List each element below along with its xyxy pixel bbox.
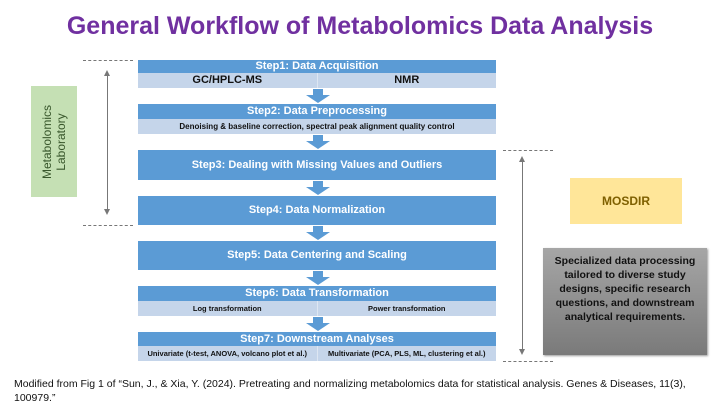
down-arrow-icon (306, 271, 330, 285)
arrow-down-icon (104, 209, 110, 215)
divider-dashed (503, 361, 553, 362)
divider-dashed (83, 60, 133, 61)
step7-sub-univariate: Univariate (t-test, ANOVA, volcano plot … (147, 349, 308, 358)
range-line (107, 74, 108, 210)
step6-details: Log transformation Power transformation (138, 301, 496, 316)
step4-box: Step4: Data Normalization (138, 196, 496, 225)
step1-header: Step1: Data Acquisition (138, 60, 496, 73)
step2-details: Denoising & baseline correction, spectra… (138, 119, 496, 134)
step2-sub: Denoising & baseline correction, spectra… (179, 122, 455, 131)
mosdir-label: MOSDIR (570, 178, 682, 224)
down-arrow-icon (306, 181, 330, 195)
down-arrow-icon (306, 226, 330, 240)
step7-sub-multivariate: Multivariate (PCA, PLS, ML, clustering e… (316, 346, 497, 361)
lab-label: Metabolomics Laboratory (40, 104, 68, 179)
arrow-up-icon (519, 156, 525, 162)
step6-sub-log: Log transformation (192, 304, 262, 313)
step7-header: Step7: Downstream Analyses (138, 332, 496, 346)
step6-sub-power: Power transformation (316, 301, 497, 316)
step2-header: Step2: Data Preprocessing (138, 104, 496, 119)
step1-sub-nmr: NMR (316, 73, 497, 88)
arrow-down-icon (519, 349, 525, 355)
arrow-up-icon (104, 70, 110, 76)
page-title: General Workflow of Metabolomics Data An… (66, 12, 654, 40)
range-line (522, 160, 523, 350)
lab-label-box: Metabolomics Laboratory (31, 86, 77, 197)
step7-details: Univariate (t-test, ANOVA, volcano plot … (138, 346, 496, 361)
down-arrow-icon (306, 89, 330, 103)
down-arrow-icon (306, 317, 330, 331)
divider-dashed (503, 150, 553, 151)
down-arrow-icon (306, 135, 330, 149)
step6-header: Step6: Data Transformation (138, 286, 496, 301)
step1-details: GC/HPLC-MS NMR (138, 73, 496, 88)
step3-box: Step3: Dealing with Missing Values and O… (138, 150, 496, 180)
mosdir-note: Specialized data processing tailored to … (543, 248, 707, 355)
divider-dashed (83, 225, 133, 226)
citation: Modified from Fig 1 of “Sun, J., & Xia, … (14, 378, 686, 404)
step5-box: Step5: Data Centering and Scaling (138, 241, 496, 270)
step1-sub-gc: GC/HPLC-MS (192, 74, 263, 86)
